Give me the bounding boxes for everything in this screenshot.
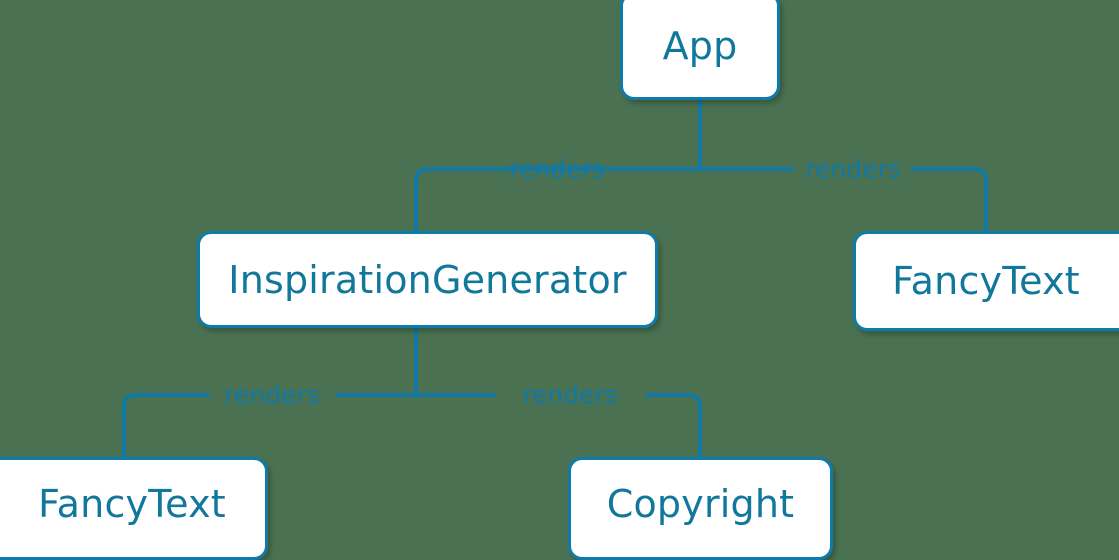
edge-inspiration-to-fancytext-bottom-b xyxy=(122,393,210,459)
node-inspiration-generator[interactable]: InspirationGenerator xyxy=(197,231,658,328)
edge-label-inspiration-to-copyright: renders xyxy=(522,380,618,410)
node-fancytext-right-label: FancyText xyxy=(892,259,1080,303)
edge-inspiration-to-fancytext-bottom-a xyxy=(335,326,418,397)
node-inspiration-generator-label: InspirationGenerator xyxy=(228,257,627,302)
edge-app-to-fancytext-right-b xyxy=(911,167,988,233)
node-app-label: App xyxy=(662,24,738,68)
edge-label-app-to-inspiration-generator: renders xyxy=(509,154,605,184)
edge-label-inspiration-to-fancytext-bottom: renders xyxy=(224,380,320,410)
node-fancytext-bottom[interactable]: FancyText xyxy=(0,457,268,560)
node-fancytext-bottom-label: FancyText xyxy=(38,481,226,526)
node-app[interactable]: App xyxy=(620,0,780,100)
node-copyright[interactable]: Copyright xyxy=(568,457,833,560)
edge-label-app-to-fancytext-right: renders xyxy=(805,154,901,184)
node-fancytext-right[interactable]: FancyText xyxy=(853,231,1119,331)
edge-inspiration-to-copyright-b xyxy=(645,393,702,459)
node-copyright-label: Copyright xyxy=(606,481,795,526)
